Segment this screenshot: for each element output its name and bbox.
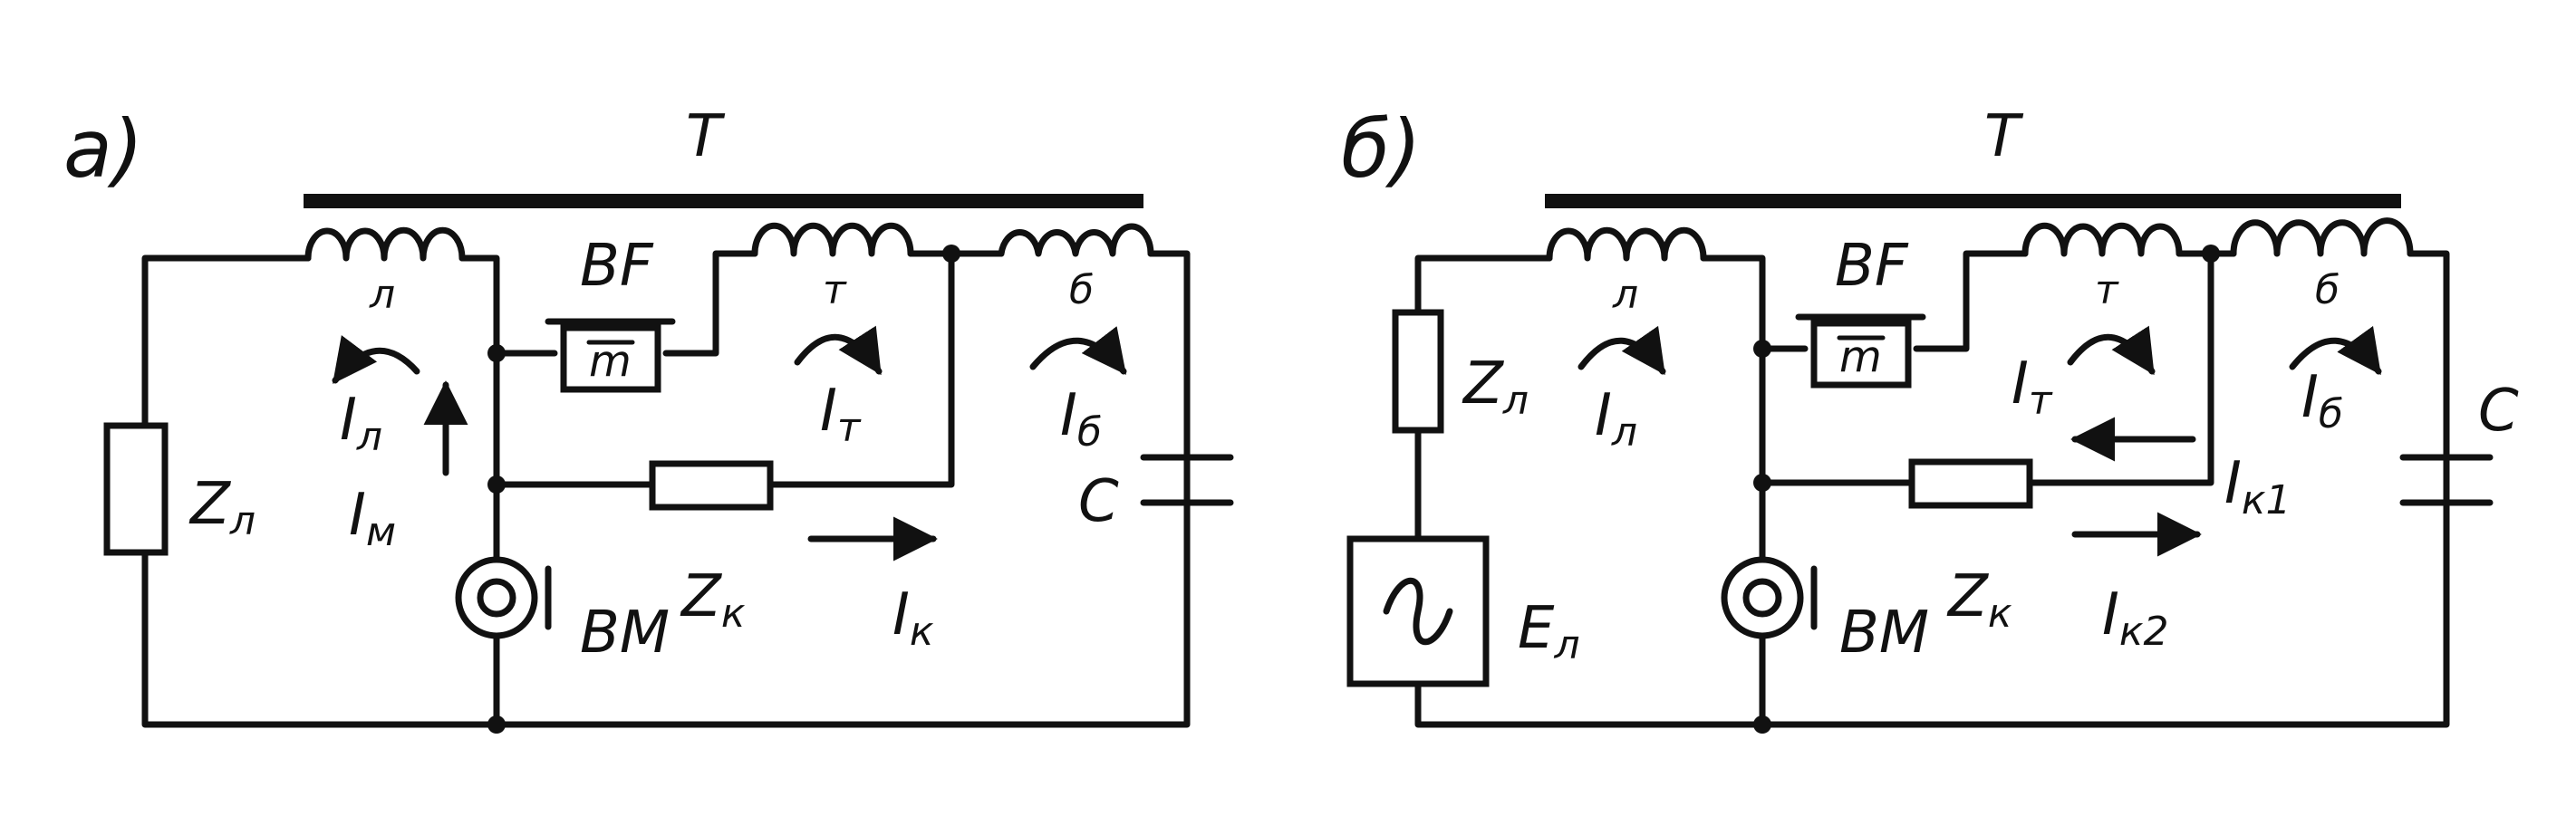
panel-a-node: [487, 475, 506, 494]
panel-b-winding-bal-label: б: [2315, 267, 2340, 313]
panel-a-winding-bal-label: б: [1069, 267, 1094, 313]
panel-a-coupling-impedance-label: Zк: [680, 563, 746, 637]
panel-b-current-coupling1: Iк1: [2224, 450, 2291, 523]
panel-b-coil-tel: [2021, 222, 2183, 257]
panel-a-capacitor-label: C: [1078, 468, 1119, 535]
panel-a-current-tel: Iт: [820, 378, 862, 451]
panel-a-coil-tel: [751, 222, 914, 257]
panel-a-loop-arrow-line: [332, 335, 420, 384]
panel-b-loop-arrow-line: [1577, 325, 1666, 376]
panel-b-winding-line-label: л: [1612, 272, 1638, 318]
panel-b-node: [2202, 245, 2220, 263]
panel-a-current-line: Iл: [340, 387, 382, 460]
panel-b-node: [1753, 340, 1771, 358]
panel-a-receiver: m: [545, 318, 676, 393]
panel-a-line-impedance-label: Zл: [188, 471, 256, 544]
panel-a-current-coupling: Iк: [892, 581, 934, 655]
panel-b-current-line: Iл: [1595, 382, 1637, 456]
panel-b-current-bal: Iб: [2301, 364, 2343, 437]
panel-a-coil-line: [304, 226, 466, 262]
panel-a-loop-arrow-bal: [1029, 326, 1127, 375]
panel-b-line-impedance: [1392, 309, 1444, 434]
panel-a-node: [487, 715, 506, 734]
panel-b-transformer-label: T: [1984, 103, 2024, 170]
panel-b-node: [1753, 715, 1771, 734]
panel-b-source: [1346, 535, 1490, 687]
panel-b-microphone-label: ВМ: [1839, 600, 1929, 667]
panel-b-microphone: [1721, 556, 1818, 639]
panel-a-microphone: [455, 556, 552, 639]
panel-b-line-impedance-label: Zл: [1462, 350, 1529, 424]
panel-b-receiver-label: BF: [1835, 233, 1909, 300]
panel-b-coupling-impedance: [1908, 458, 2033, 509]
panel-a-microphone-label: ВМ: [580, 600, 670, 667]
panel-b-capacitor-label: C: [2478, 378, 2519, 445]
panel-a-coupling-impedance: [649, 460, 774, 511]
panel-a-winding-line-label: л: [369, 272, 395, 318]
panel-b-node: [1753, 474, 1771, 492]
panel-b-current-coupling2: Iк2: [2102, 581, 2168, 655]
panel-a-current-mic: Iм: [349, 482, 396, 555]
panel-b-receiver: m: [1795, 313, 1926, 389]
panel-a-loop-arrow-tel: [794, 325, 883, 376]
panel-b-capacitor: [2399, 454, 2494, 506]
panel-a: а) T л т б Zл m BF Zк C ВМ: [63, 102, 1234, 734]
panel-a-winding-tel-label: т: [823, 267, 847, 313]
panel-b-coil-line: [1546, 226, 1707, 262]
panel-a-current-bal: Iб: [1060, 382, 1102, 456]
panel-a-tag: а): [63, 102, 143, 196]
panel-b-coupling-impedance-label: Zк: [1946, 563, 2012, 637]
panel-b-winding-tel-label: т: [2095, 267, 2119, 313]
panel-a-receiver-label: BF: [580, 233, 654, 300]
panel-b-tag: б): [1341, 102, 1422, 196]
panel-a-capacitor: [1140, 454, 1234, 506]
panel-b-loop-arrow-bal: [2289, 325, 2382, 375]
panel-a-node: [487, 344, 506, 362]
panel-a-coil-bal: [998, 223, 1154, 257]
panel-b-current-tel: Iт: [2012, 350, 2053, 424]
panel-a-line-impedance: [103, 422, 169, 556]
panel-b: б) T л т б Zл Eл m BF Zк C: [1341, 102, 2519, 734]
panel-a-transformer-label: T: [686, 103, 726, 170]
panel-b-source-label: Eл: [1518, 595, 1580, 668]
panel-b-loop-arrow-tel: [2067, 325, 2156, 376]
panel-a-node: [942, 245, 960, 263]
panel-b-coil-bal: [2230, 217, 2414, 257]
